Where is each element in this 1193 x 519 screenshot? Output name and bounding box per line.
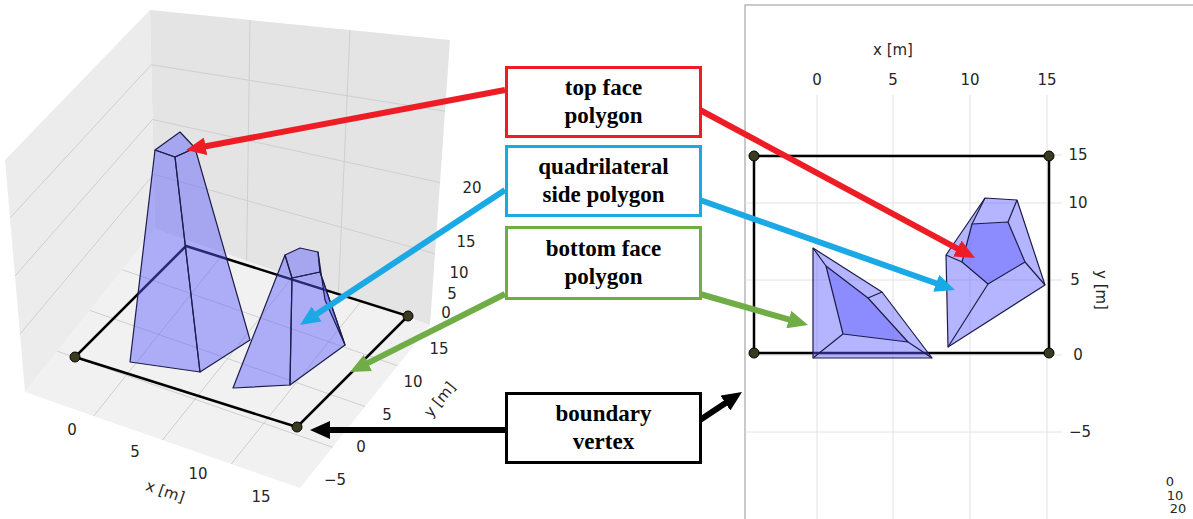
callout-arrow (700, 110, 964, 252)
vertex-dot (292, 422, 302, 432)
axis-tick-label: 10 (403, 375, 422, 390)
callout-arrow (198, 90, 505, 148)
obstacle-prism (233, 248, 345, 388)
axis-title: y [m] (1093, 270, 1108, 310)
vertex-dot (1044, 151, 1054, 161)
axis-tick-label: 0 (812, 73, 822, 88)
obstacle-prism (130, 132, 250, 372)
axis-tick-label: 10 (188, 467, 207, 482)
side-edges (946, 198, 1045, 347)
boundary-vertex-dots (749, 151, 1054, 358)
axis-tick-label: 0 (67, 423, 77, 438)
vertex-dot (403, 311, 413, 321)
plot-background (745, 5, 1193, 519)
side-edges (813, 248, 932, 358)
axis-tick-label: 15 (456, 235, 475, 250)
axis-tick-label: 0 (356, 440, 366, 455)
callout-arrow (361, 294, 505, 367)
axis-title: y [m] (422, 380, 459, 421)
axis-tick-label: 5 (1070, 273, 1080, 288)
callout-text: quadrilateral side polygon (524, 153, 683, 208)
axis-tick-label: 5 (888, 73, 898, 88)
top-face (155, 132, 195, 157)
axis-tick-label: −5 (324, 473, 346, 488)
callout-text: top face polygon (524, 74, 683, 129)
callout-box: top face polygon (505, 66, 702, 138)
axis-tick-label: 10 (960, 73, 979, 88)
bottom-face (813, 248, 932, 358)
top-face (285, 248, 320, 278)
vertex-dot (1044, 348, 1054, 358)
axis-title: x [m] (873, 43, 913, 58)
callout-box: bottom face polygon (505, 226, 702, 300)
axis-title: x [m] (144, 478, 187, 505)
obstacle-prism (813, 248, 932, 358)
side-face (290, 272, 345, 385)
callout-arrow (700, 399, 732, 420)
axis-tick-label: 5 (447, 287, 457, 302)
axis-tick-label: 20 (462, 181, 481, 196)
bottom-face (946, 198, 1045, 347)
axis-tick-label: 20 (1170, 502, 1187, 515)
callout-arrows (198, 90, 965, 430)
grid-lines (10, 20, 445, 464)
axis-tick-label: 0 (441, 306, 451, 321)
callout-box: boundary vertex (505, 392, 702, 464)
top-face (826, 266, 908, 342)
axis-tick-label: 10 (449, 266, 468, 281)
callout-arrow (700, 294, 797, 322)
boundary-vertex-dots (70, 311, 413, 432)
axis-tick-label: 15 (251, 490, 270, 505)
axis-tick-label: 10 (1167, 489, 1184, 502)
vertex-dot (749, 348, 759, 358)
callout-box: quadrilateral side polygon (505, 145, 702, 217)
callout-arrow (700, 200, 944, 286)
callout-arrow (310, 190, 505, 318)
vertex-dot (70, 352, 80, 362)
axis-tick-label: 5 (382, 407, 392, 422)
axis-tick-label: 15 (1068, 148, 1087, 163)
callout-arrow (322, 427, 505, 433)
axis-tick-label: 10 (1068, 196, 1087, 211)
plot-frame (745, 5, 1193, 519)
axis-tick-label: 0 (1166, 475, 1174, 488)
callout-text: bottom face polygon (524, 235, 683, 290)
side-face (233, 255, 292, 388)
top-face (962, 222, 1025, 284)
axis-tick-label: 15 (429, 342, 448, 357)
axis-tick-label: 5 (130, 445, 140, 460)
side-face (175, 148, 250, 372)
vertex-dot (749, 151, 759, 161)
callout-text: boundary vertex (524, 400, 683, 455)
obstacle-prism (946, 198, 1045, 347)
axis-tick-label: 15 (1037, 73, 1056, 88)
axis-tick-label: 0 (1073, 348, 1083, 363)
axis-tick-label: −5 (1069, 425, 1091, 440)
